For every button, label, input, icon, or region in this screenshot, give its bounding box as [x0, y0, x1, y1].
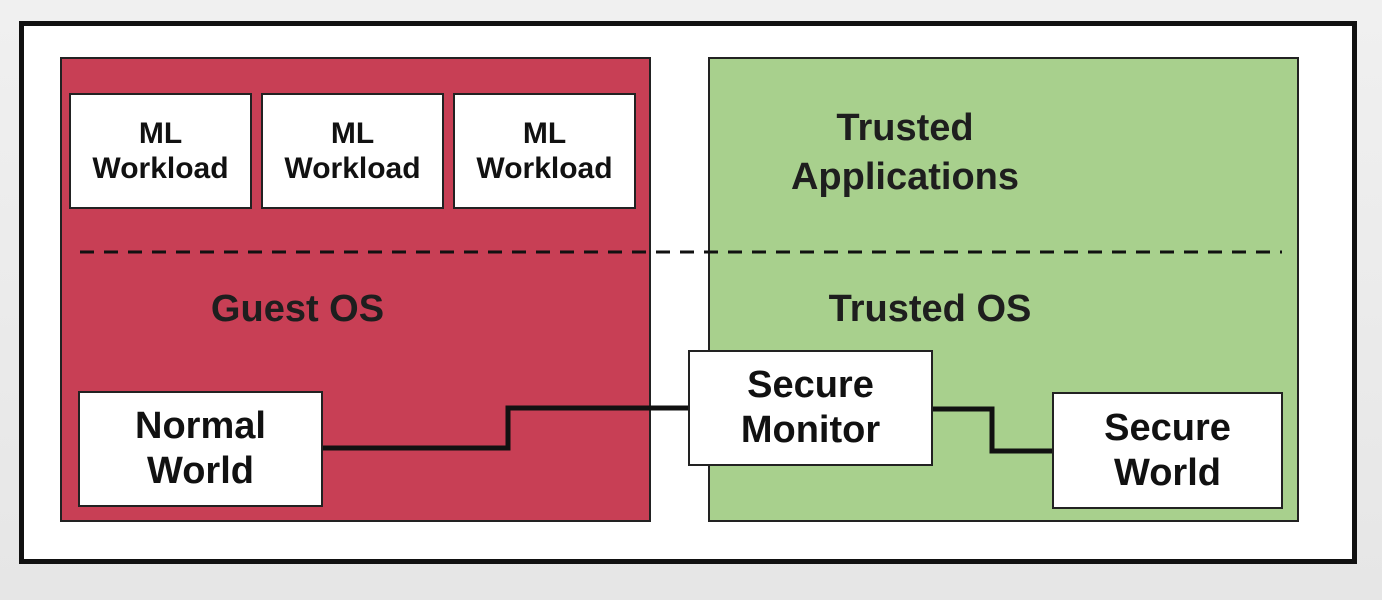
secure-world-line1: Secure	[1104, 406, 1231, 449]
trusted-os-label: Trusted OS	[828, 288, 1032, 330]
trusted-applications-line2: Applications	[790, 155, 1020, 198]
ml-workload-line2: Workload	[284, 152, 421, 185]
normal-world-line2: World	[147, 450, 254, 492]
ml-workload-line1: ML	[138, 116, 183, 150]
secure-monitor-line2: Monitor	[740, 409, 881, 451]
ml-workload-line2: Workload	[92, 152, 229, 185]
ml-workload-line2: Workload	[476, 152, 613, 185]
secure-world-box: Secure World	[1052, 392, 1283, 509]
trusted-applications-label: Trusted Applications	[760, 104, 1050, 201]
normal-world-line1: Normal	[135, 405, 266, 448]
secure-monitor-box: Secure Monitor	[688, 350, 933, 466]
ml-workload-box-1: ML Workload	[69, 93, 252, 209]
secure-world-line2: World	[1114, 451, 1221, 494]
ml-workload-line1: ML	[330, 116, 375, 150]
ml-workload-box-3: ML Workload	[453, 93, 636, 209]
ml-workload-line1: ML	[522, 116, 567, 150]
normal-world-box: Normal World	[78, 391, 323, 507]
trusted-applications-line1: Trusted	[836, 107, 974, 149]
ml-workload-box-2: ML Workload	[261, 93, 444, 209]
secure-monitor-line1: Secure	[747, 364, 874, 407]
guest-os-label: Guest OS	[210, 288, 385, 330]
